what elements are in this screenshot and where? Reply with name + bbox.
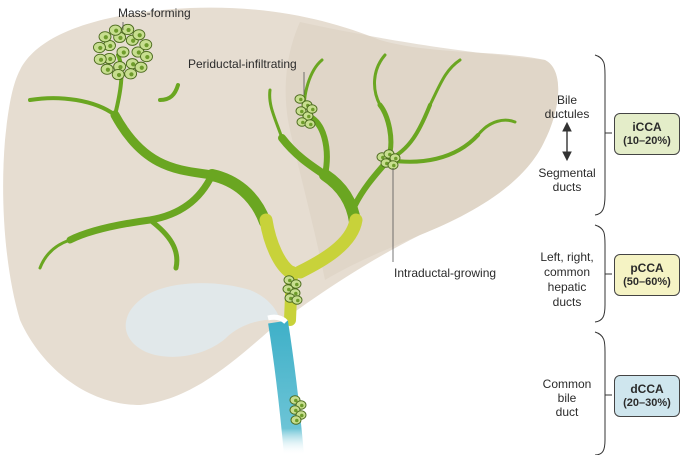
- label-common: common: [543, 265, 590, 279]
- tumor-cell-nucleus: [296, 298, 300, 303]
- tumor-cell-nucleus: [145, 54, 150, 60]
- label-bile-2: bile: [557, 391, 577, 405]
- tumor-cell-nucleus: [287, 287, 291, 292]
- tumor-cell-nucleus: [118, 65, 123, 70]
- icca-percent: (10–20%): [623, 135, 671, 147]
- tumor-cell-nucleus: [131, 62, 136, 67]
- bracket-dcca: [594, 331, 606, 455]
- icca-name: iCCA: [632, 120, 662, 134]
- tumor-cell-nucleus: [294, 291, 298, 296]
- tumor-cell-nucleus: [105, 67, 111, 72]
- tumor-cell-nucleus: [139, 65, 144, 70]
- tumor-cell-nucleus: [108, 56, 113, 62]
- bracket-pcca: [594, 224, 606, 323]
- bracket-icca: [594, 54, 606, 216]
- tumor-cell-nucleus: [295, 418, 299, 423]
- gallbladder: [125, 283, 280, 357]
- tumor-cell-nucleus: [144, 43, 149, 48]
- label-hepatic-ducts: ducts: [552, 295, 582, 309]
- tumor-cell-nucleus: [288, 278, 292, 283]
- icca-box: iCCA (10–20%): [614, 113, 680, 155]
- tumor-cell-nucleus: [294, 408, 298, 413]
- label-periductal: Periductal-infiltrating: [188, 57, 297, 71]
- label-segmental: Segmental: [538, 166, 596, 180]
- tumor-cell-nucleus: [307, 114, 311, 119]
- cystic-duct: [267, 314, 288, 324]
- label-bile: Bile: [556, 93, 577, 107]
- dcca-percent: (20–30%): [623, 397, 671, 409]
- tumor-cell-nucleus: [300, 413, 304, 418]
- tumor-cell-nucleus: [129, 72, 134, 77]
- bile-duct-tree: [28, 53, 517, 271]
- pcca-name: pCCA: [630, 261, 664, 275]
- double-arrow-icon: [562, 121, 572, 162]
- distal-tumor-icon: [289, 395, 307, 425]
- tumor-cell-nucleus: [394, 156, 398, 161]
- label-left-right: Left, right,: [540, 250, 594, 264]
- tumor-cell-nucleus: [108, 43, 113, 49]
- tumor-cell-nucleus: [381, 155, 385, 160]
- hilar-tumor-icon: [282, 275, 303, 305]
- tumor-cell-nucleus: [131, 38, 136, 43]
- pcca-percent: (50–60%): [623, 276, 671, 288]
- label-hepatic: hepatic: [547, 280, 587, 294]
- label-ducts: ducts: [552, 180, 582, 194]
- label-duct: duct: [555, 405, 579, 419]
- tumor-cell-nucleus: [121, 50, 126, 55]
- label-common-bile: Common: [542, 377, 592, 391]
- tumor-cell-nucleus: [118, 35, 123, 40]
- tumor-cell-nucleus: [301, 120, 305, 125]
- dcca-box: dCCA (20–30%): [614, 375, 680, 417]
- periductal-tumor-icon: [294, 94, 318, 129]
- tumor-cell-nucleus: [300, 403, 304, 408]
- tumor-cell-nucleus: [98, 57, 104, 62]
- label-intraductal: Intraductal-growing: [394, 266, 497, 280]
- dcca-name: dCCA: [630, 382, 664, 396]
- tumor-cell-nucleus: [295, 282, 299, 287]
- tumor-cell-nucleus: [126, 27, 131, 33]
- tumor-cell-nucleus: [309, 122, 313, 127]
- tumor-cell-nucleus: [136, 50, 141, 55]
- tumor-cell-nucleus: [392, 163, 396, 168]
- tumor-cell-nucleus: [114, 28, 119, 33]
- label-ductules: ductules: [544, 107, 590, 121]
- intraductal-tumor-icon: [376, 149, 401, 170]
- tumor-cell-nucleus: [137, 33, 142, 38]
- pcca-box: pCCA (50–60%): [614, 254, 680, 296]
- tumor-cell-nucleus: [103, 35, 108, 40]
- tumor-cell-nucleus: [311, 107, 315, 112]
- tumor-cell-nucleus: [116, 72, 122, 78]
- mass-forming-tumor-icon: [93, 23, 153, 81]
- label-mass-forming: Mass-forming: [118, 6, 191, 20]
- tumor-cell-nucleus: [299, 97, 303, 102]
- common-bile-duct: [268, 320, 304, 455]
- tumor-cell-nucleus: [294, 398, 298, 403]
- tumor-cell-nucleus: [300, 109, 304, 114]
- tumor-cell-nucleus: [98, 45, 103, 51]
